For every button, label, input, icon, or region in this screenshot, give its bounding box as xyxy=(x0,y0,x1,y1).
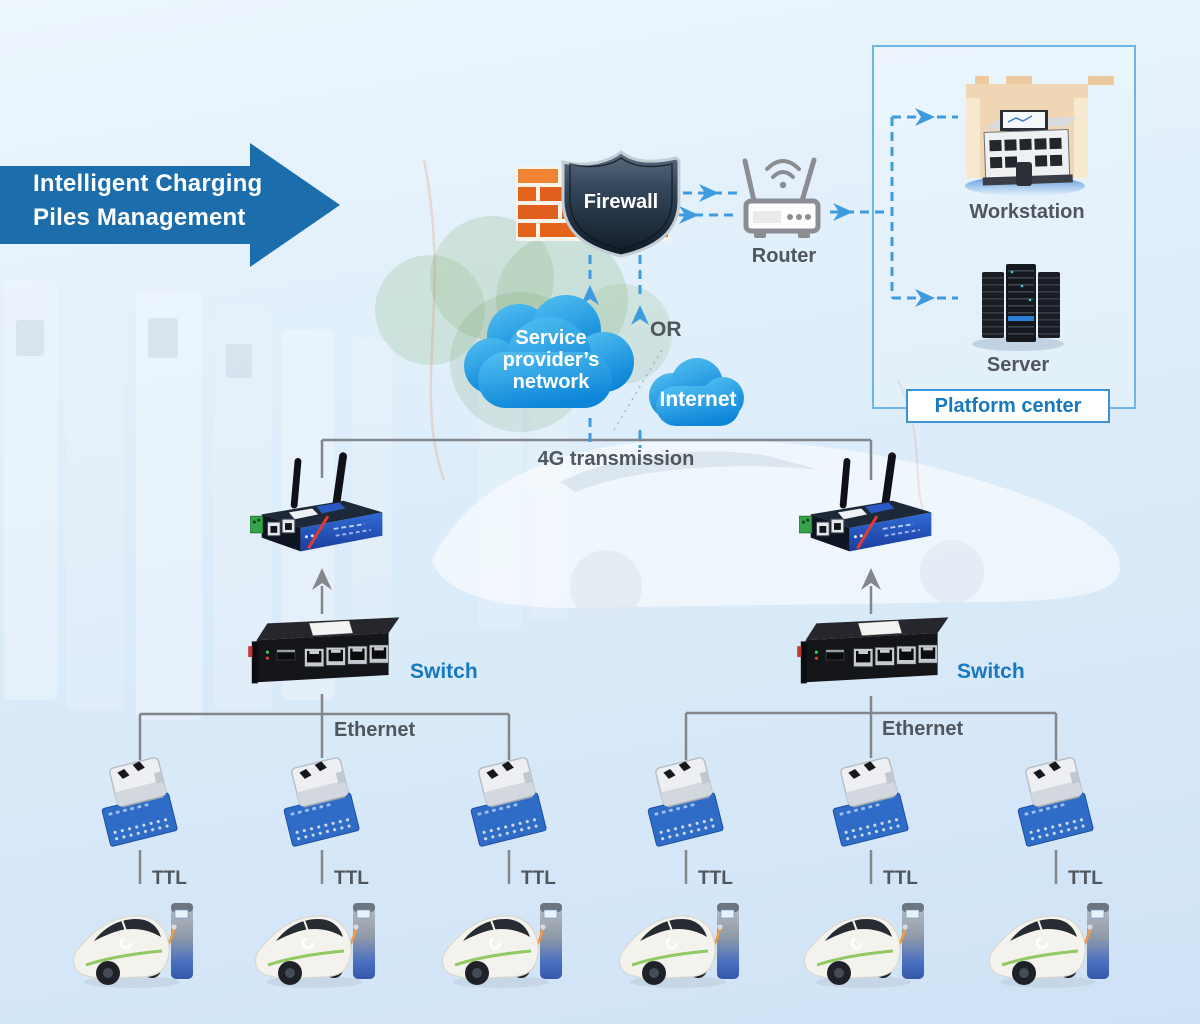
ttl-module-icon xyxy=(1008,756,1095,848)
router-icon xyxy=(742,157,821,238)
banner-title: Intelligent Charging Piles Management xyxy=(33,167,262,235)
service-cloud-label: Service provider’s network xyxy=(503,327,600,393)
banner-title-line2: Piles Management xyxy=(33,204,246,231)
firewall-icon xyxy=(516,150,681,258)
ttl-module-icon xyxy=(823,756,910,848)
dotted-or-connector xyxy=(613,349,663,431)
ttl-module-icon xyxy=(274,756,361,848)
switch-label-left: Switch xyxy=(410,660,478,683)
switch-left-icon xyxy=(247,617,400,684)
internet-cloud-label: Internet xyxy=(659,388,737,411)
server-icon xyxy=(972,264,1064,351)
banner-title-line1: Intelligent Charging xyxy=(33,170,263,197)
service-cloud-icon xyxy=(464,295,634,408)
faded-car xyxy=(432,439,1121,622)
platform-center-label: Platform center xyxy=(906,389,1110,423)
or-label: OR xyxy=(650,318,682,341)
workstation-label: Workstation xyxy=(969,201,1085,223)
firewall-label: Firewall xyxy=(583,191,659,213)
ethernet-label-right: Ethernet xyxy=(882,718,964,740)
4g-router-left-icon xyxy=(250,452,384,553)
router-label: Router xyxy=(751,245,817,267)
ethernet-label-left: Ethernet xyxy=(334,719,416,741)
server-label: Server xyxy=(986,354,1050,376)
service-cloud-line3: network xyxy=(512,371,590,393)
ev-charging-icon xyxy=(254,901,377,990)
4g-router-right-icon xyxy=(799,452,933,553)
switch-label-right: Switch xyxy=(957,660,1025,683)
ev-charging-icon xyxy=(988,901,1111,990)
switch-right-icon xyxy=(796,617,949,684)
ttl-label-3: TTL xyxy=(521,868,556,889)
service-cloud-line1: Service xyxy=(515,327,587,349)
ttl-module-icon xyxy=(92,756,179,848)
ttl-label-1: TTL xyxy=(152,868,187,889)
workstation-icon xyxy=(965,76,1114,196)
ttl-label-5: TTL xyxy=(883,868,918,889)
service-cloud-line2: provider’s xyxy=(502,349,600,371)
faded-cable xyxy=(422,159,446,481)
ev-charging-icon xyxy=(441,901,564,990)
banner-arrow-icon xyxy=(0,143,340,267)
ev-charging-icon xyxy=(803,901,926,990)
ttl-label-4: TTL xyxy=(698,868,733,889)
gray-connection-lines xyxy=(138,438,1058,884)
ttl-label-2: TTL xyxy=(334,868,369,889)
ttl-label-6: TTL xyxy=(1068,868,1103,889)
ev-charging-icon xyxy=(72,901,195,990)
shield-icon xyxy=(561,150,681,258)
ev-charging-icon xyxy=(618,901,741,990)
ttl-module-icon xyxy=(461,756,548,848)
ttl-module-icon xyxy=(638,756,725,848)
internet-cloud-icon xyxy=(649,358,744,426)
title-banner: Intelligent Charging Piles Management xyxy=(0,143,340,267)
4g-transmission-label: 4G transmission xyxy=(537,448,695,470)
